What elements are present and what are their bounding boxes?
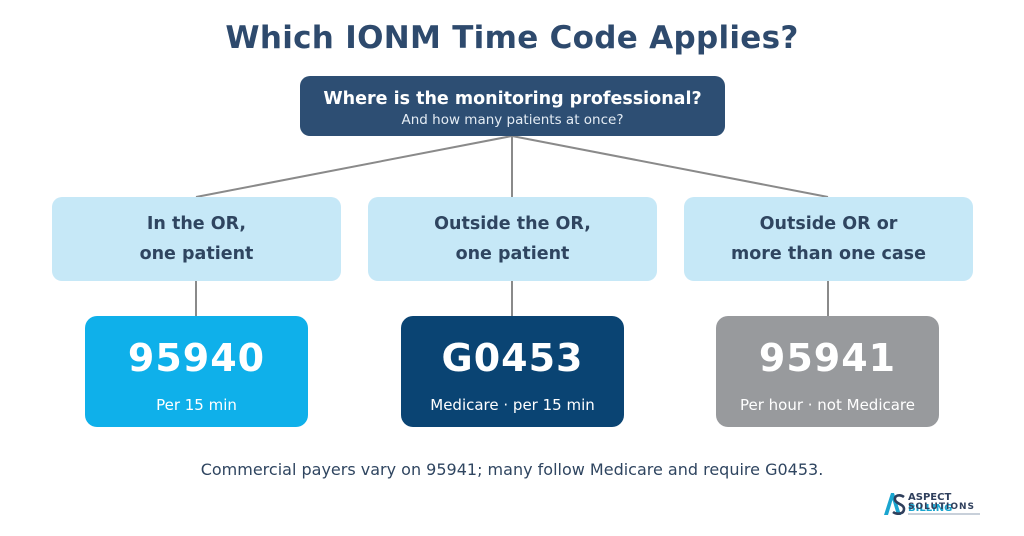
footnote: Commercial payers vary on 95941; many fo… — [200, 460, 824, 479]
connector-root-to-right — [511, 135, 829, 198]
root-subquestion: And how many patients at once? — [401, 112, 624, 128]
diagram-title: Which IONM Time Code Applies? — [225, 20, 799, 56]
code-box-g0453: G0453 Medicare · per 15 min — [401, 316, 624, 427]
code-number: 95940 — [127, 336, 266, 380]
condition-line1: Outside the OR, — [434, 214, 591, 234]
condition-line1: Outside OR or — [759, 214, 898, 234]
condition-line2: one patient — [455, 244, 570, 264]
code-box-95940: 95940 Per 15 min — [85, 316, 308, 427]
logo-line1: ASPECT BILLING — [908, 492, 953, 514]
logo-mark-icon — [884, 493, 906, 515]
code-detail: Per hour · not Medicare — [739, 396, 916, 414]
condition-line1: In the OR, — [146, 214, 247, 234]
code-number: 95941 — [758, 336, 897, 380]
code-number: G0453 — [441, 336, 584, 380]
company-logo: ASPECT BILLING SOLUTIONS — [882, 491, 992, 519]
connector-root-to-left — [195, 135, 513, 198]
code-box-95941: 95941 Per hour · not Medicare — [716, 316, 939, 427]
logo-line2: SOLUTIONS — [908, 502, 976, 512]
code-detail: Per 15 min — [156, 396, 237, 414]
condition-box-in-or: In the OR, one patient — [52, 197, 341, 281]
condition-line2: one patient — [139, 244, 254, 264]
condition-box-outside-or: Outside the OR, one patient — [368, 197, 657, 281]
code-detail: Medicare · per 15 min — [430, 396, 595, 414]
condition-line2: more than one case — [731, 244, 926, 264]
condition-box-multiple-cases: Outside OR or more than one case — [684, 197, 973, 281]
root-question-box: Where is the monitoring professional? An… — [300, 76, 725, 136]
root-question: Where is the monitoring professional? — [323, 89, 702, 109]
logo-tagline-bar — [908, 513, 980, 515]
